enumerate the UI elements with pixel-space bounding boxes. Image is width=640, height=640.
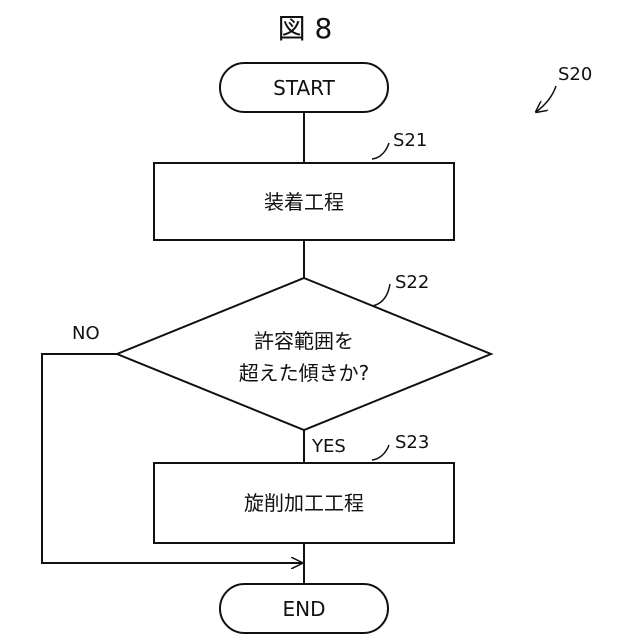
decision-s22-diamond xyxy=(117,278,491,430)
s22-leader xyxy=(372,284,390,306)
end-label: END xyxy=(283,597,326,621)
process-ref-label: S20 xyxy=(558,64,592,85)
decision-s22-line-1: 許容範囲を xyxy=(254,329,354,353)
step-s22-label: S22 xyxy=(395,272,429,293)
process-s23-label: 旋削加工工程 xyxy=(244,491,364,515)
figure-title: 図 8 xyxy=(278,12,333,45)
branch-yes-label: YES xyxy=(311,436,346,457)
process-ref-leader xyxy=(536,86,556,112)
step-s23-label: S23 xyxy=(395,432,429,453)
decision-s22-line-2: 超えた傾きか? xyxy=(239,361,370,385)
start-label: START xyxy=(273,76,335,100)
process-s21-label: 装着工程 xyxy=(264,190,344,214)
branch-no-label: NO xyxy=(72,323,100,344)
s21-leader xyxy=(372,143,389,159)
step-s21-label: S21 xyxy=(393,130,427,151)
s23-leader xyxy=(372,445,389,460)
